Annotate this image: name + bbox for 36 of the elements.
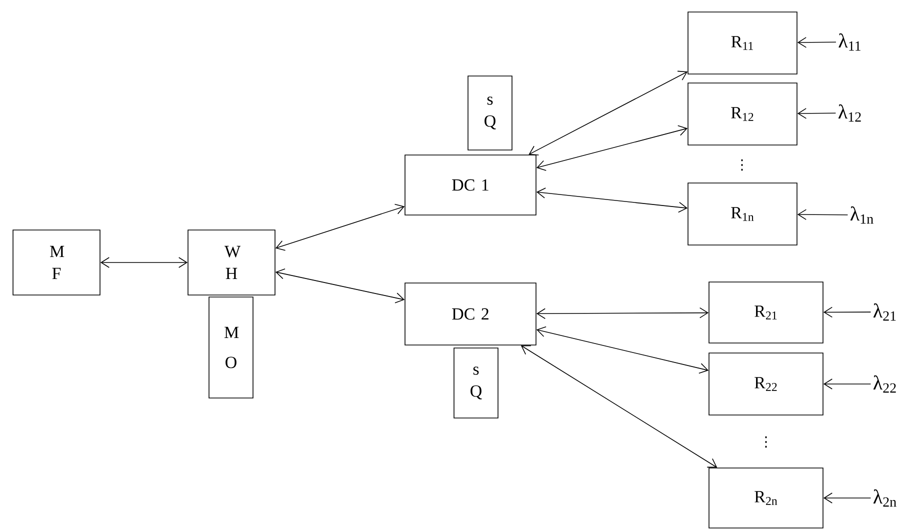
arrow	[536, 188, 688, 213]
process-box: R$_{1n}$	[688, 182, 798, 246]
process-box: R$_{2n}$	[708, 468, 824, 528]
arrow	[275, 268, 405, 304]
process-box: R$_{21}$	[708, 282, 824, 344]
stock-box: s Q	[454, 348, 498, 418]
arrow	[823, 378, 872, 390]
arrow	[100, 257, 188, 268]
arrow	[823, 306, 872, 318]
arrow	[823, 492, 872, 504]
arrow	[528, 70, 688, 156]
process-box: DC 1	[404, 154, 536, 216]
process-box: W H	[188, 230, 276, 296]
arrow	[797, 37, 836, 48]
rate-label: λ$_{12}$	[838, 104, 861, 122]
rate-label: λ$_{21}$	[873, 303, 896, 321]
process-box: M F	[12, 230, 100, 296]
rate-label: λ$_{11}$	[838, 33, 860, 51]
ellipsis-dots: ⋮	[765, 436, 767, 448]
arrow	[520, 345, 718, 468]
arrow	[536, 125, 688, 171]
process-box: R$_{11}$	[688, 12, 798, 74]
ellipsis-dots: ⋮	[741, 159, 743, 171]
stock-box: M O	[208, 296, 254, 398]
arrow	[536, 307, 709, 320]
arrow	[797, 209, 848, 220]
rate-label: λ$_{22}$	[873, 375, 896, 393]
process-box: R$_{12}$	[688, 82, 798, 146]
arrow	[275, 204, 405, 251]
process-box: R$_{22}$	[708, 352, 824, 416]
rate-label: λ$_{2n}$	[873, 489, 896, 507]
arrow	[797, 108, 836, 119]
process-box: DC 2	[404, 282, 536, 346]
arrow	[536, 326, 709, 374]
rate-label: λ$_{1n}$	[850, 206, 874, 224]
stock-box: s Q	[468, 76, 512, 150]
